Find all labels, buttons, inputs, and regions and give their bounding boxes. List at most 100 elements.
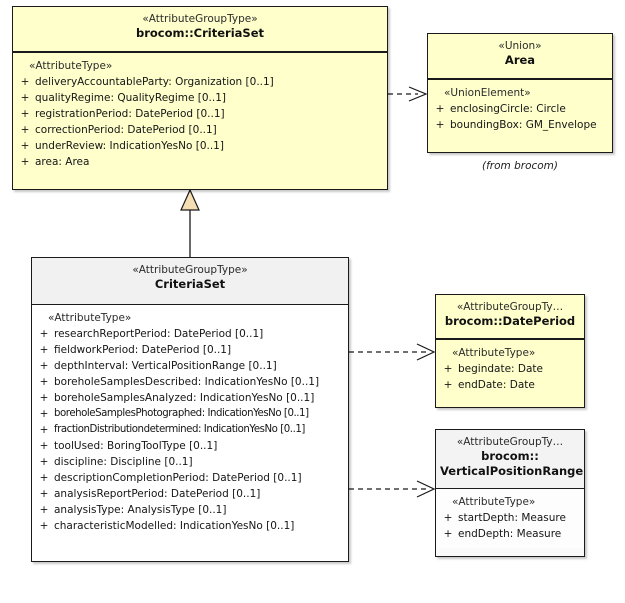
visibility-marker: + <box>39 376 49 388</box>
visibility-marker: + <box>20 156 30 168</box>
attribute-signature: area: Area <box>35 156 90 168</box>
attribute-signature: researchReportPeriod: DatePeriod [0..1] <box>54 328 264 340</box>
class-area[interactable]: «Union» Area «UnionElement» + enclosingC… <box>427 33 613 153</box>
visibility-marker: + <box>39 520 49 532</box>
class-name: brocom::DatePeriod <box>444 314 576 328</box>
class-name-line1: brocom:: <box>481 449 539 463</box>
attribute-row: + deliveryAccountableParty: Organization… <box>15 74 385 90</box>
visibility-marker: + <box>443 363 453 375</box>
attribute-signature: startDepth: Measure <box>458 512 566 524</box>
attribute-row: + enclosingCircle: Circle <box>430 101 610 117</box>
visibility-marker: + <box>39 440 49 452</box>
attribute-row: + discipline: Discipline [0..1] <box>34 454 346 470</box>
visibility-marker: + <box>443 512 453 524</box>
attribute-signature: deliveryAccountableParty: Organization [… <box>35 76 274 88</box>
attribute-signature: fieldworkPeriod: DatePeriod [0..1] <box>54 344 232 356</box>
class-header: «Union» Area <box>428 34 612 80</box>
visibility-marker: + <box>39 328 49 340</box>
generalization-criteriaset-to-brocom-criteriaset <box>180 188 200 257</box>
attribute-signature: underReview: IndicationYesNo [0..1] <box>35 140 224 152</box>
attribute-signature: descriptionCompletionPeriod: DatePeriod … <box>54 472 302 484</box>
dependency-criteriaset-to-verticalpositionrange <box>349 480 436 498</box>
attribute-row: + analysisType: AnalysisType [0..1] <box>34 502 346 518</box>
class-stereotype: «AttributeGroupType» <box>132 264 248 276</box>
class-attributes: «AttributeType» + startDepth: Measure + … <box>436 489 584 548</box>
attribute-row: + endDate: Date <box>438 377 582 393</box>
class-attributes: «AttributeType» + deliveryAccountablePar… <box>13 53 387 176</box>
class-stereotype: «AttributeGroupTy… <box>456 436 564 448</box>
package-origin-note: (from brocom) <box>481 160 559 172</box>
attribute-signature: boundingBox: GM_Envelope <box>450 119 597 131</box>
class-header: «AttributeGroupTy… brocom:: VerticalPosi… <box>436 430 584 489</box>
attribute-signature: enclosingCircle: Circle <box>450 103 566 115</box>
class-criteriaset[interactable]: «AttributeGroupType» CriteriaSet «Attrib… <box>31 257 349 562</box>
visibility-marker: + <box>39 488 49 500</box>
class-attributes: «AttributeType» + researchReportPeriod: … <box>32 305 348 540</box>
attribute-row: + descriptionCompletionPeriod: DatePerio… <box>34 470 346 486</box>
class-name: CriteriaSet <box>154 277 226 291</box>
visibility-marker: + <box>39 456 49 468</box>
attribute-row: + area: Area <box>15 154 385 170</box>
attribute-signature: registrationPeriod: DatePeriod [0..1] <box>35 108 225 120</box>
class-attributes: «UnionElement» + enclosingCircle: Circle… <box>428 80 612 139</box>
attribute-group-stereotype: «AttributeType» <box>29 60 113 72</box>
visibility-marker: + <box>20 124 30 136</box>
visibility-marker: + <box>20 140 30 152</box>
attribute-row: + registrationPeriod: DatePeriod [0..1] <box>15 106 385 122</box>
attribute-row: + toolUsed: BoringToolType [0..1] <box>34 438 346 454</box>
attribute-row: + analysisReportPeriod: DatePeriod [0..1… <box>34 486 346 502</box>
attribute-signature: boreholeSamplesPhotographed: IndicationY… <box>54 408 309 419</box>
visibility-marker: + <box>39 360 49 372</box>
attribute-row: + endDepth: Measure <box>438 526 582 542</box>
visibility-marker: + <box>39 424 49 436</box>
class-attributes: «AttributeType» + begindate: Date + endD… <box>436 340 584 399</box>
attribute-signature: boreholeSamplesAnalyzed: IndicationYesNo… <box>54 392 315 404</box>
attribute-row: + fractionDistributiondetermined: Indica… <box>34 422 346 438</box>
visibility-marker: + <box>20 76 30 88</box>
visibility-marker: + <box>443 528 453 540</box>
visibility-marker: + <box>20 92 30 104</box>
visibility-marker: + <box>39 408 49 420</box>
attribute-signature: discipline: Discipline [0..1] <box>54 456 193 468</box>
attribute-row: + fieldworkPeriod: DatePeriod [0..1] <box>34 342 346 358</box>
attribute-row: + underReview: IndicationYesNo [0..1] <box>15 138 385 154</box>
attribute-signature: begindate: Date <box>458 363 544 375</box>
class-stereotype: «AttributeGroupType» <box>142 13 258 25</box>
attribute-signature: depthInterval: VerticalPositionRange [0.… <box>54 360 277 372</box>
class-brocom-criteriaset[interactable]: «AttributeGroupType» brocom::CriteriaSet… <box>12 6 388 190</box>
attribute-signature: endDate: Date <box>458 379 535 391</box>
attribute-row: + startDepth: Measure <box>438 510 582 526</box>
dependency-criteriaset-to-area <box>388 86 428 102</box>
class-header: «AttributeGroupType» CriteriaSet <box>32 258 348 305</box>
class-header: «AttributeGroupTy… brocom::DatePeriod <box>436 295 584 340</box>
class-stereotype: «AttributeGroupTy… <box>456 301 564 313</box>
attribute-group-stereotype: «AttributeType» <box>452 496 536 508</box>
attribute-row: + correctionPeriod: DatePeriod [0..1] <box>15 122 385 138</box>
class-name: brocom::CriteriaSet <box>135 26 264 40</box>
attribute-signature: characteristicModelled: IndicationYesNo … <box>54 520 295 532</box>
attribute-signature: qualityRegime: QualityRegime [0..1] <box>35 92 226 104</box>
class-brocom-dateperiod[interactable]: «AttributeGroupTy… brocom::DatePeriod «A… <box>435 294 585 408</box>
attribute-signature: endDepth: Measure <box>458 528 562 540</box>
attribute-signature: correctionPeriod: DatePeriod [0..1] <box>35 124 217 136</box>
attribute-group-stereotype: «UnionElement» <box>444 87 531 99</box>
attribute-signature: analysisType: AnalysisType [0..1] <box>54 504 227 516</box>
visibility-marker: + <box>39 392 49 404</box>
attribute-row: + characteristicModelled: IndicationYesN… <box>34 518 346 534</box>
attribute-row: + boundingBox: GM_Envelope <box>430 117 610 133</box>
visibility-marker: + <box>435 119 445 131</box>
attribute-signature: boreholeSamplesDescribed: IndicationYesN… <box>54 376 320 388</box>
attribute-signature: fractionDistributiondetermined: Indicati… <box>54 424 305 435</box>
visibility-marker: + <box>39 472 49 484</box>
visibility-marker: + <box>39 504 49 516</box>
attribute-row: + boreholeSamplesDescribed: IndicationYe… <box>34 374 346 390</box>
class-brocom-verticalpositionrange[interactable]: «AttributeGroupTy… brocom:: VerticalPosi… <box>435 429 585 557</box>
class-stereotype: «Union» <box>498 40 542 52</box>
class-header: «AttributeGroupType» brocom::CriteriaSet <box>13 7 387 53</box>
visibility-marker: + <box>39 344 49 356</box>
attribute-signature: toolUsed: BoringToolType [0..1] <box>54 440 218 452</box>
attribute-signature: analysisReportPeriod: DatePeriod [0..1] <box>54 488 261 500</box>
attribute-row: + boreholeSamplesPhotographed: Indicatio… <box>34 406 346 422</box>
